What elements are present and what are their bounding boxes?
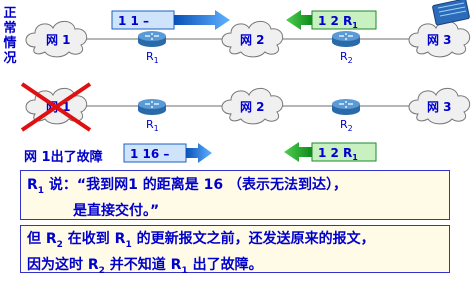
arrow-left-icon (284, 142, 312, 162)
normal-case-label: 正常情况 (3, 6, 17, 66)
message-r1-to-r2-bottom: 1 16 – (123, 143, 212, 163)
svg-text:1 16 –: 1 16 – (130, 147, 169, 161)
r2-explanation-box: 但 R2 在收到 R1 的更新报文之前，还发送原来的报文， 因为这时 R2 并不… (20, 225, 450, 276)
router-r2-bottom (331, 98, 361, 116)
r1-statement-line1: R1 说：“我到网1 的距离是 16 （表示无法到达）， (27, 177, 347, 196)
svg-text:1 1 –: 1 1 – (118, 14, 149, 28)
net3-label-top: 网 3 (427, 33, 452, 47)
failure-label: 网 1出了故障 (24, 150, 103, 165)
arrow-right-icon (174, 10, 230, 30)
router-r1-bottom (137, 98, 167, 116)
svg-text:1 2 R1: 1 2 R1 (318, 146, 358, 162)
r2-label-top: R2 (340, 50, 353, 65)
r2-explanation-line1: 但 R2 在收到 R1 的更新报文之前，还发送原来的报文， (27, 231, 375, 250)
arrow-left-icon (286, 10, 312, 30)
r1-statement-box: R1 说：“我到网1 的距离是 16 （表示无法到达）， 是直接交付。” (20, 170, 450, 220)
message-r2-to-r1-top: 1 2 R1 (286, 10, 377, 30)
arrow-right-icon (186, 143, 212, 163)
r2-label-bottom: R2 (340, 118, 353, 133)
router-r2-top (331, 30, 361, 48)
message-r2-to-r1-bottom: 1 2 R1 (284, 142, 377, 162)
r1-label-top: R1 (146, 50, 159, 65)
r1-statement-line2: 是直接交付。” (73, 202, 160, 219)
svg-text:1 2 R1: 1 2 R1 (318, 14, 358, 30)
failure-cross-icon (20, 82, 92, 132)
net2-label-top: 网 2 (240, 33, 265, 47)
net3-label-bottom: 网 3 (427, 100, 452, 114)
computer-icon (432, 0, 470, 26)
router-r1-top (137, 30, 167, 48)
network-diagram: 网 1 R1 网 2 R2 网 3 1 1 – 1 2 R1 网 1 R1 网 … (20, 0, 471, 163)
r1-label-bottom: R1 (146, 118, 159, 133)
net2-label-bottom: 网 2 (240, 100, 265, 114)
message-r1-to-r2-top: 1 1 – (111, 10, 230, 30)
net1-label-top: 网 1 (46, 33, 71, 47)
r2-explanation-line2: 因为这时 R2 并不知道 R1 出了故障。 (27, 256, 263, 276)
